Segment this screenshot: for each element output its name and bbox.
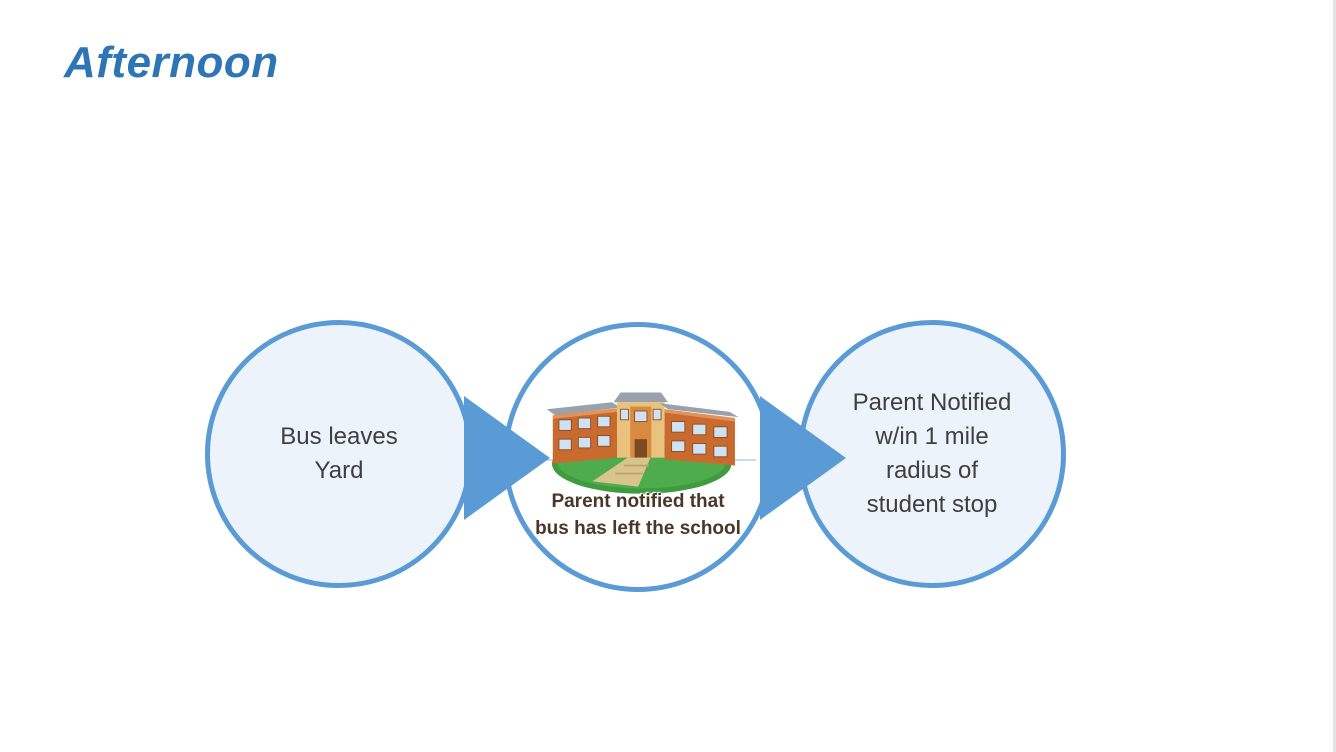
window-edge	[1333, 0, 1336, 752]
step-label: Bus leaves Yard	[280, 422, 398, 484]
slide-title: Afternoon	[64, 38, 279, 87]
step-label: Parent Notified w/in 1 mile radius of st…	[852, 388, 1012, 519]
step-label: Parent notified that bus has left the sc…	[535, 491, 741, 539]
arrow-right-icon	[464, 396, 550, 520]
school-building-icon	[530, 367, 756, 499]
step-circle-bus-leaves-yard: Bus leaves Yard	[205, 320, 473, 588]
arrow-right-icon	[760, 396, 846, 520]
step-circle-parent-notified-radius: Parent Notified w/in 1 mile radius of st…	[798, 320, 1066, 588]
